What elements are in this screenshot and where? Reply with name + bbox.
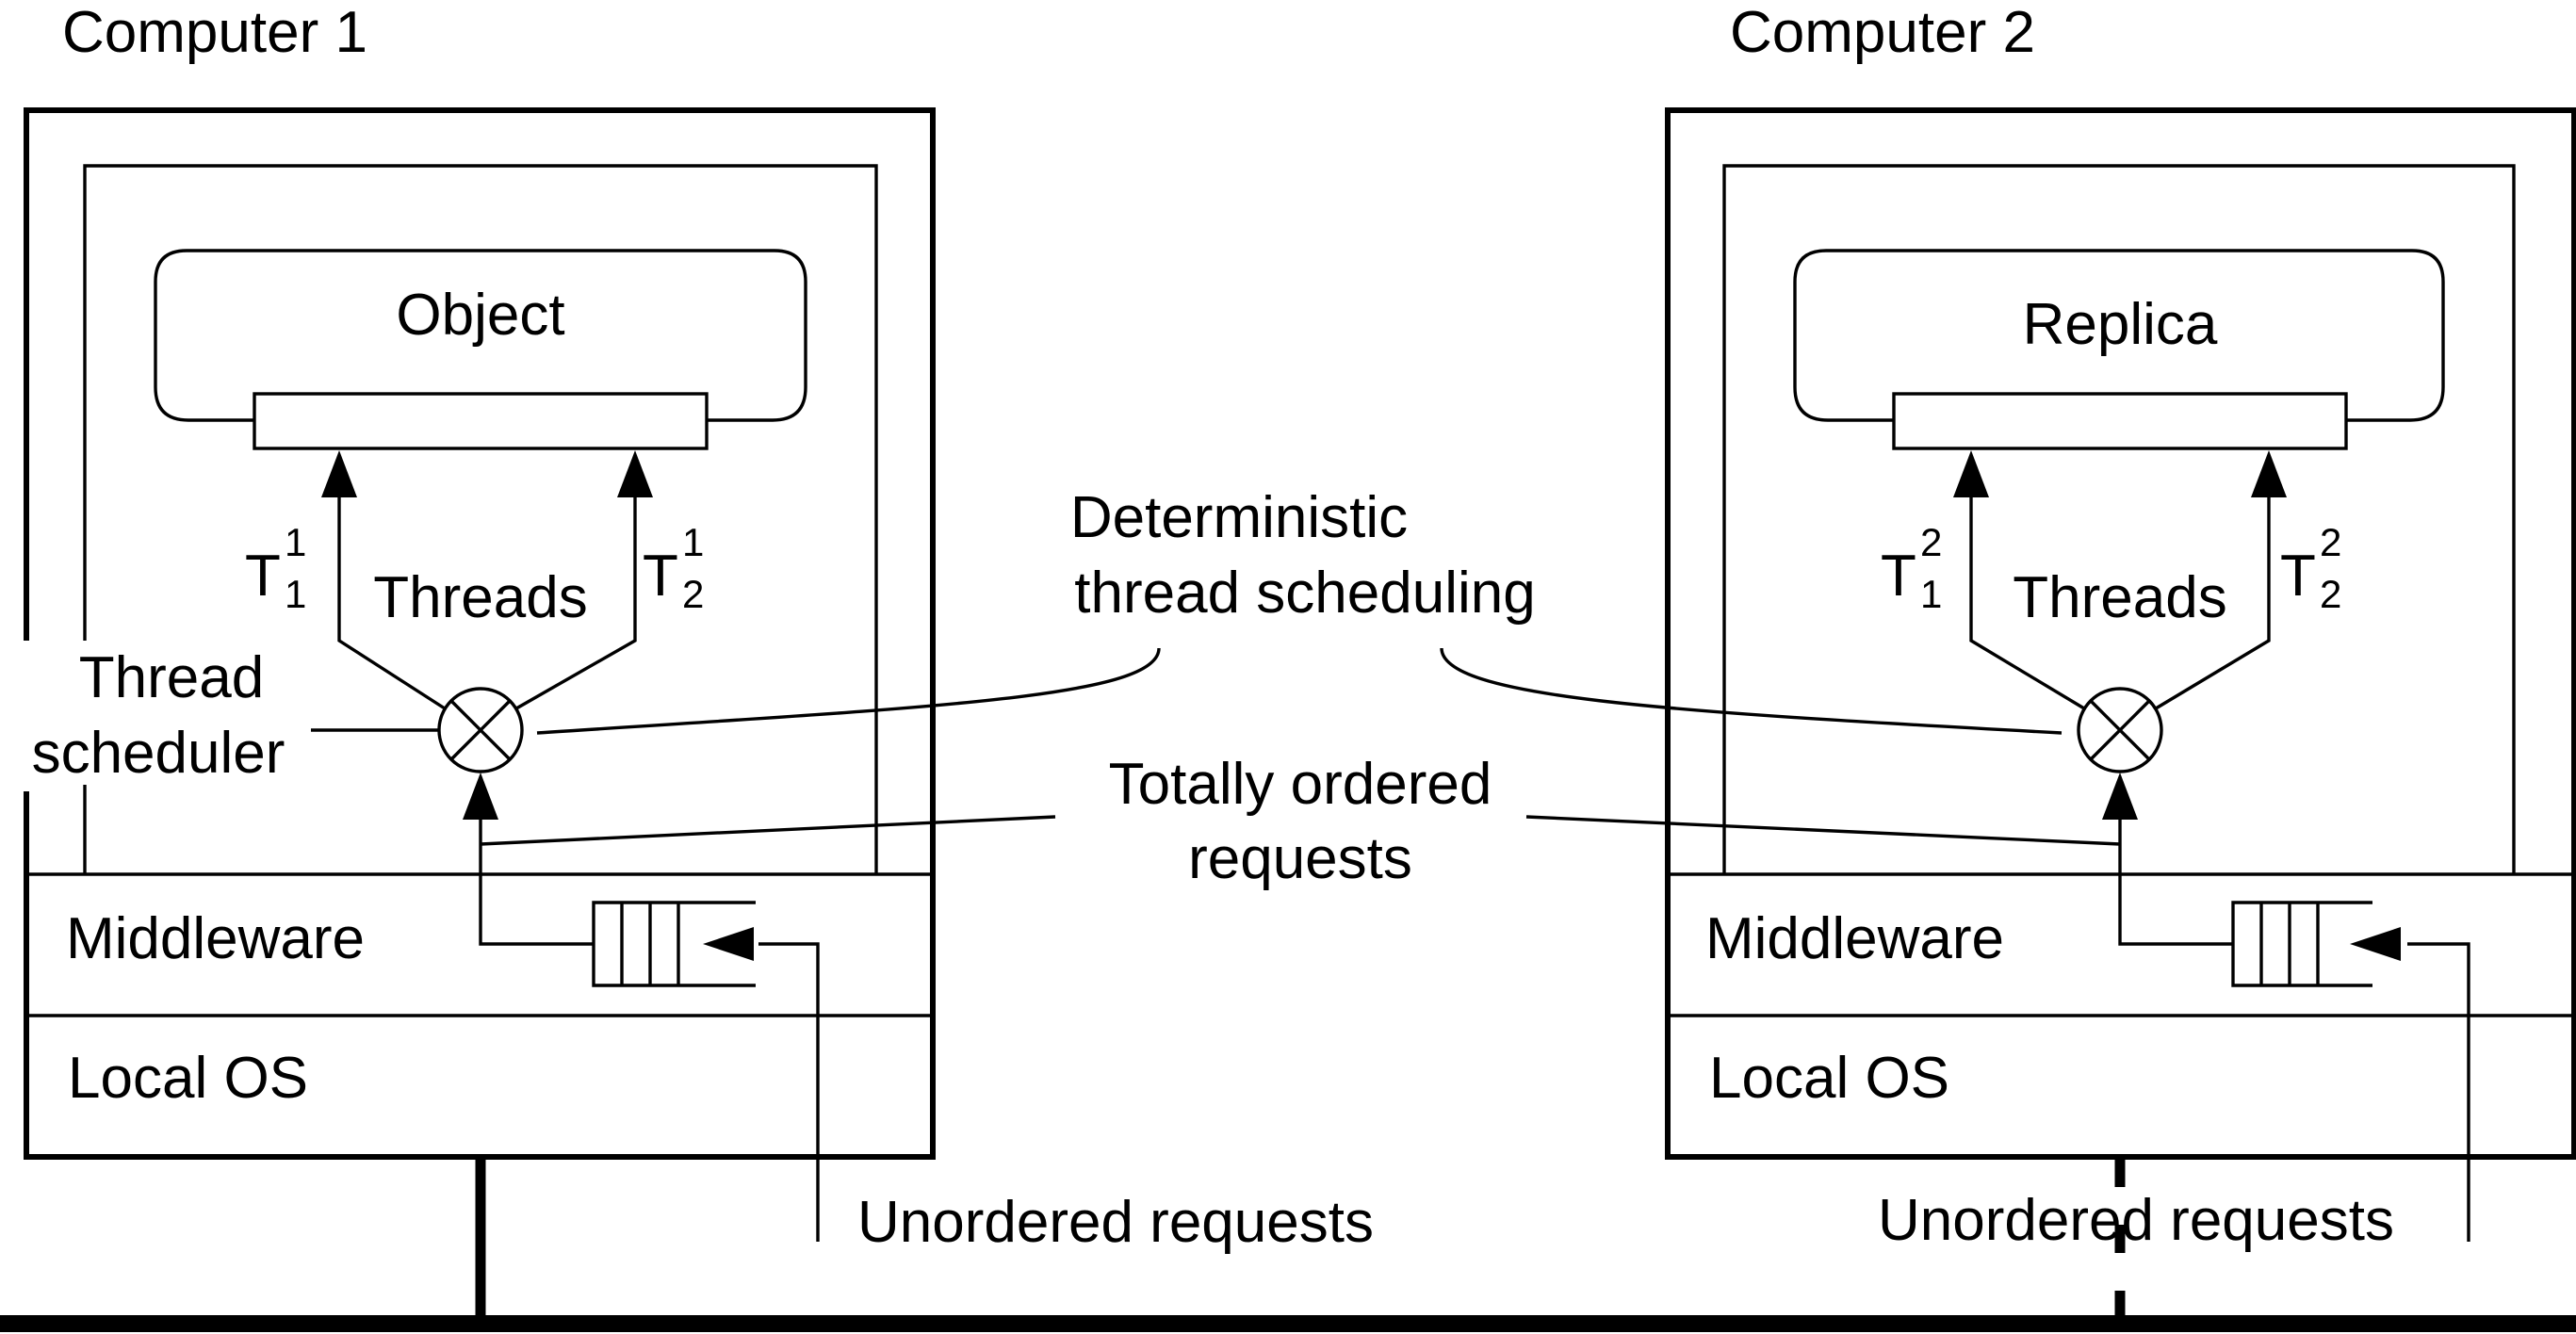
computer-1-threads-label: Threads xyxy=(373,565,587,630)
deterministic-label-line1: Deterministic xyxy=(1070,485,1408,550)
computer-1-outer-box xyxy=(24,107,936,1160)
computer-2-process-frame xyxy=(1722,164,2516,874)
annotations: Deterministic thread scheduling Totally … xyxy=(480,485,2121,891)
computer-1-ordered-flow xyxy=(479,803,594,946)
computer-2-ordered-flow xyxy=(2118,803,2233,946)
computer-1-scheduler-label-line2: scheduler xyxy=(32,721,285,786)
computer-2-thread-1-arrowhead xyxy=(1953,450,1989,497)
computer-2-thread-2-line xyxy=(2155,482,2271,710)
computer-1-process-frame xyxy=(83,164,878,874)
deterministic-pointer-right xyxy=(1440,647,2062,735)
computer-2-object-interface xyxy=(1892,392,2348,450)
computer-1-queue-input-arrowhead xyxy=(703,927,754,961)
computer-2-threads-label: Threads xyxy=(2013,565,2226,630)
computer-1-middleware-label: Middleware xyxy=(66,906,365,971)
computer-1-thread-2-arrowhead xyxy=(617,450,653,497)
computer-2-thread-1-subscript: 1 xyxy=(1920,572,1942,616)
computer-2-thread-2-arrowhead xyxy=(2251,450,2287,497)
computer-2: Computer 2 Replica T 2 1 T 2 2 Threads M… xyxy=(1665,0,2576,1253)
computer-1-unordered-label: Unordered requests xyxy=(857,1190,1374,1255)
computer-2-object-label: Replica xyxy=(2023,292,2218,357)
computer-1-object-interface xyxy=(253,392,709,450)
computer-2-thread-1-line xyxy=(1969,482,2085,710)
computer-2-unordered-label: Unordered requests xyxy=(1878,1188,2394,1253)
computer-1-object-box xyxy=(154,249,807,422)
computer-1-thread-1-subscript: 1 xyxy=(285,572,306,616)
computer-1-scheduler-input-arrowhead xyxy=(463,773,498,820)
computer-1-scheduler-label-line1: Thread xyxy=(79,645,264,710)
computer-1-title: Computer 1 xyxy=(62,0,367,65)
computer-2-local-os-label: Local OS xyxy=(1709,1046,1949,1111)
computer-1-thread-2-subscript: 2 xyxy=(682,572,704,616)
computer-1-thread-1-arrowhead xyxy=(321,450,357,497)
computer-2-outer-box xyxy=(1665,107,2576,1160)
deterministic-label-line2: thread scheduling xyxy=(1074,561,1535,626)
computer-1-object-label: Object xyxy=(396,283,564,348)
computer-2-thread-2-label: T xyxy=(2280,544,2316,609)
computer-1-thread-2-superscript: 1 xyxy=(682,520,704,564)
computer-2-thread-1-superscript: 2 xyxy=(1920,520,1942,564)
computer-2-thread-2-subscript: 2 xyxy=(2320,572,2341,616)
computer-1-thread-2-label: T xyxy=(643,544,678,609)
computer-1-local-os-label: Local OS xyxy=(68,1046,308,1111)
computer-1: Computer 1 Object T 1 1 T 1 2 Threads Th… xyxy=(24,0,1374,1255)
computer-2-thread-2-superscript: 2 xyxy=(2320,520,2341,564)
computer-2-queue-input-arrowhead xyxy=(2350,927,2401,961)
computer-2-scheduler-input-arrowhead xyxy=(2102,773,2138,820)
computer-1-thread-2-line xyxy=(515,482,637,710)
ordered-pointer-left xyxy=(480,815,1056,846)
ordered-pointer-right xyxy=(1525,815,2121,846)
computer-2-thread-scheduler-circle xyxy=(2077,687,2163,773)
computer-2-middleware-label: Middleware xyxy=(1705,906,2004,971)
computer-2-unordered-input xyxy=(2407,942,2470,1242)
computer-1-thread-1-superscript: 1 xyxy=(285,520,306,564)
computer-2-title: Computer 2 xyxy=(1730,0,2035,65)
computer-1-thread-1-line xyxy=(337,482,446,710)
computer-2-thread-1-label: T xyxy=(1881,544,1916,609)
ordered-label-line2: requests xyxy=(1188,826,1412,891)
ordered-label-line1: Totally ordered xyxy=(1109,752,1492,817)
computer-1-thread-1-label: T xyxy=(245,544,281,609)
deterministic-pointer-left xyxy=(536,647,1161,735)
computer-2-object-box xyxy=(1793,249,2445,422)
computer-1-unordered-input xyxy=(758,942,820,1242)
